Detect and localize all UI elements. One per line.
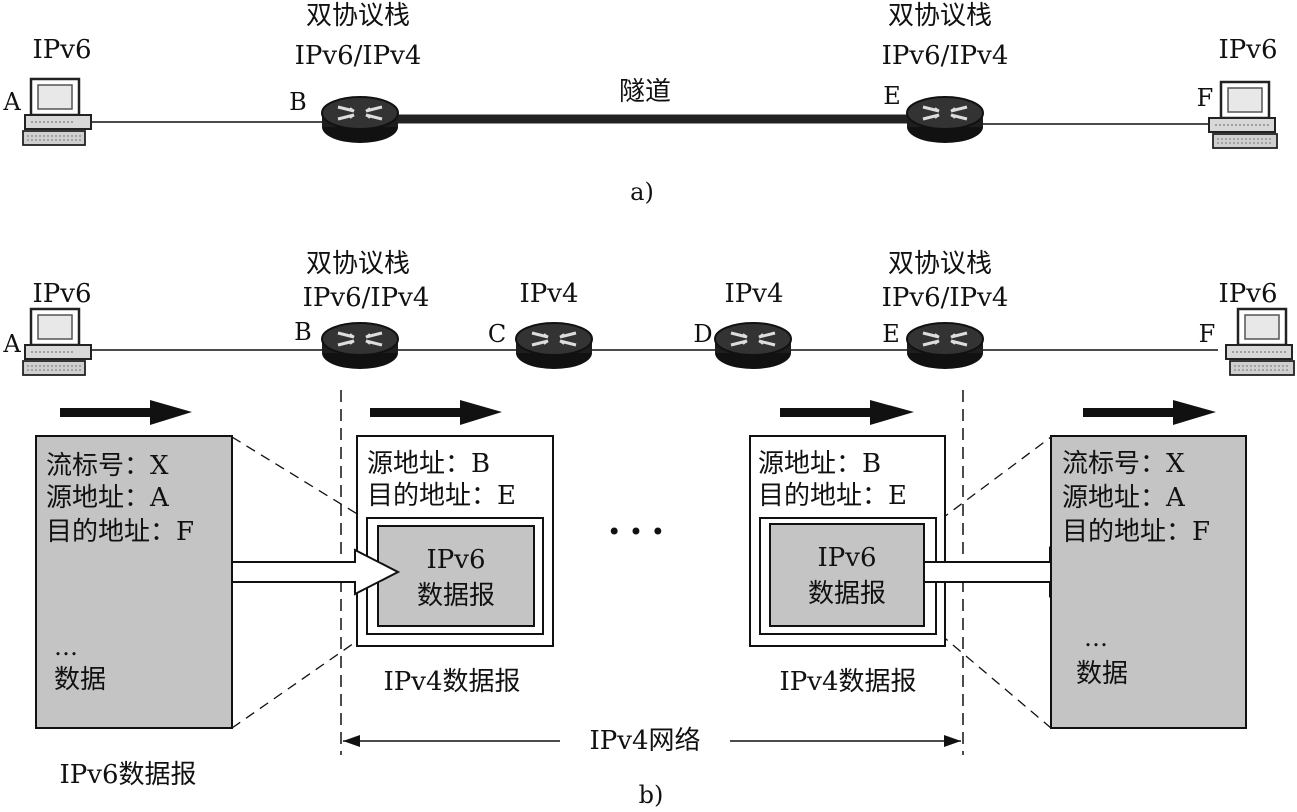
router-c-proto: IPv4 (520, 279, 579, 309)
inner-datagram-label: 数据报 (417, 581, 495, 611)
direction-arrow-icon (1083, 400, 1216, 425)
ellipsis: … (54, 633, 78, 661)
router-b-proto: IPv6/IPv4 (295, 41, 422, 71)
src-address: 源地址：A (46, 483, 170, 513)
host-f-proto: IPv6 (1219, 35, 1278, 65)
ipv6-caption: IPv6数据报 (60, 760, 197, 790)
router-b-title: 双协议栈 (306, 1, 410, 31)
host-a-proto: IPv6 (33, 279, 92, 309)
zoom-line (939, 436, 1052, 521)
computer-icon (21, 307, 93, 377)
inner-ipv6-label: IPv6 (818, 543, 877, 573)
part-b: IPv6 A 双协议栈 IPv6/IPv4 B IPv4 C IPv4 D 双协… (2, 249, 1296, 809)
src-address: 源地址：A (1062, 483, 1186, 513)
host-f-proto: IPv6 (1219, 279, 1278, 309)
router-c-letter: C (488, 320, 506, 348)
direction-arrow-icon (780, 400, 914, 425)
host-a-proto: IPv6 (33, 35, 92, 65)
router-icon (320, 321, 400, 371)
router-e-proto: IPv6/IPv4 (882, 283, 1009, 313)
computer-icon (1207, 80, 1279, 150)
dst-address: 目的地址：E (758, 481, 907, 511)
router-e-title: 双协议栈 (888, 1, 992, 31)
flow-label: 流标号：X (46, 451, 169, 481)
part-b-label: b) (639, 781, 664, 809)
host-a-letter: A (2, 88, 21, 116)
data-label: 数据 (1076, 659, 1128, 689)
router-b-letter: B (289, 88, 307, 116)
router-icon (905, 321, 985, 371)
ipv6-packet-left: 流标号：X 源地址：A 目的地址：F … 数据 (35, 435, 233, 729)
dst-address: 目的地址：F (46, 517, 194, 547)
zoom-line (231, 633, 368, 729)
ipv4-caption-right: IPv4数据报 (780, 667, 917, 697)
ellipsis: … (1084, 624, 1108, 652)
router-e-letter: E (883, 82, 901, 110)
router-b-letter: B (294, 318, 312, 346)
router-icon (905, 95, 985, 145)
ipv4-packet-right: 源地址：B 目的地址：E IPv6 数据报 (749, 435, 946, 647)
direction-arrow-icon (60, 400, 192, 425)
src-address: 源地址：B (758, 449, 881, 479)
middle-dots: • • • (607, 518, 665, 546)
inner-datagram-label: 数据报 (808, 579, 886, 609)
zoom-line (231, 436, 368, 521)
computer-icon (21, 77, 93, 147)
network-label: IPv4网络 (590, 726, 701, 756)
computer-icon (1224, 307, 1296, 377)
inner-ipv6-label: IPv6 (427, 545, 486, 575)
encapsulation-arrow-icon (231, 548, 401, 596)
host-f-letter: F (1197, 84, 1214, 112)
router-e-title: 双协议栈 (888, 249, 992, 279)
router-d-letter: D (693, 320, 712, 348)
router-icon (514, 321, 594, 371)
data-label: 数据 (54, 665, 106, 695)
router-e-proto: IPv6/IPv4 (882, 41, 1009, 71)
host-f-letter: F (1199, 320, 1216, 348)
host-a-letter: A (2, 330, 21, 358)
dst-address: 目的地址：E (367, 481, 516, 511)
router-icon (713, 321, 793, 371)
network-span-arrow (343, 735, 961, 747)
part-a: IPv6 A 双协议栈 IPv6/IPv4 B 隧道 双协议栈 IPv6/IPv… (2, 1, 1279, 206)
router-e-letter: E (882, 320, 900, 348)
router-icon (320, 95, 400, 145)
router-b-title: 双协议栈 (306, 249, 410, 279)
router-b-proto: IPv6/IPv4 (303, 283, 430, 313)
flow-label: 流标号：X (1062, 449, 1185, 479)
tunnel-label: 隧道 (619, 77, 671, 107)
router-d-proto: IPv4 (725, 279, 784, 309)
ipv4-packet-left: 源地址：B 目的地址：E IPv6 数据报 (356, 435, 554, 647)
part-a-label: a) (630, 178, 654, 206)
zoom-line (939, 633, 1052, 729)
ipv6-packet-right: 流标号：X 源地址：A 目的地址：F … 数据 (1050, 435, 1247, 729)
ipv4-caption-left: IPv4数据报 (384, 667, 521, 697)
dst-address: 目的地址：F (1062, 517, 1210, 547)
direction-arrow-icon (370, 400, 502, 425)
src-address: 源地址：B (367, 449, 490, 479)
